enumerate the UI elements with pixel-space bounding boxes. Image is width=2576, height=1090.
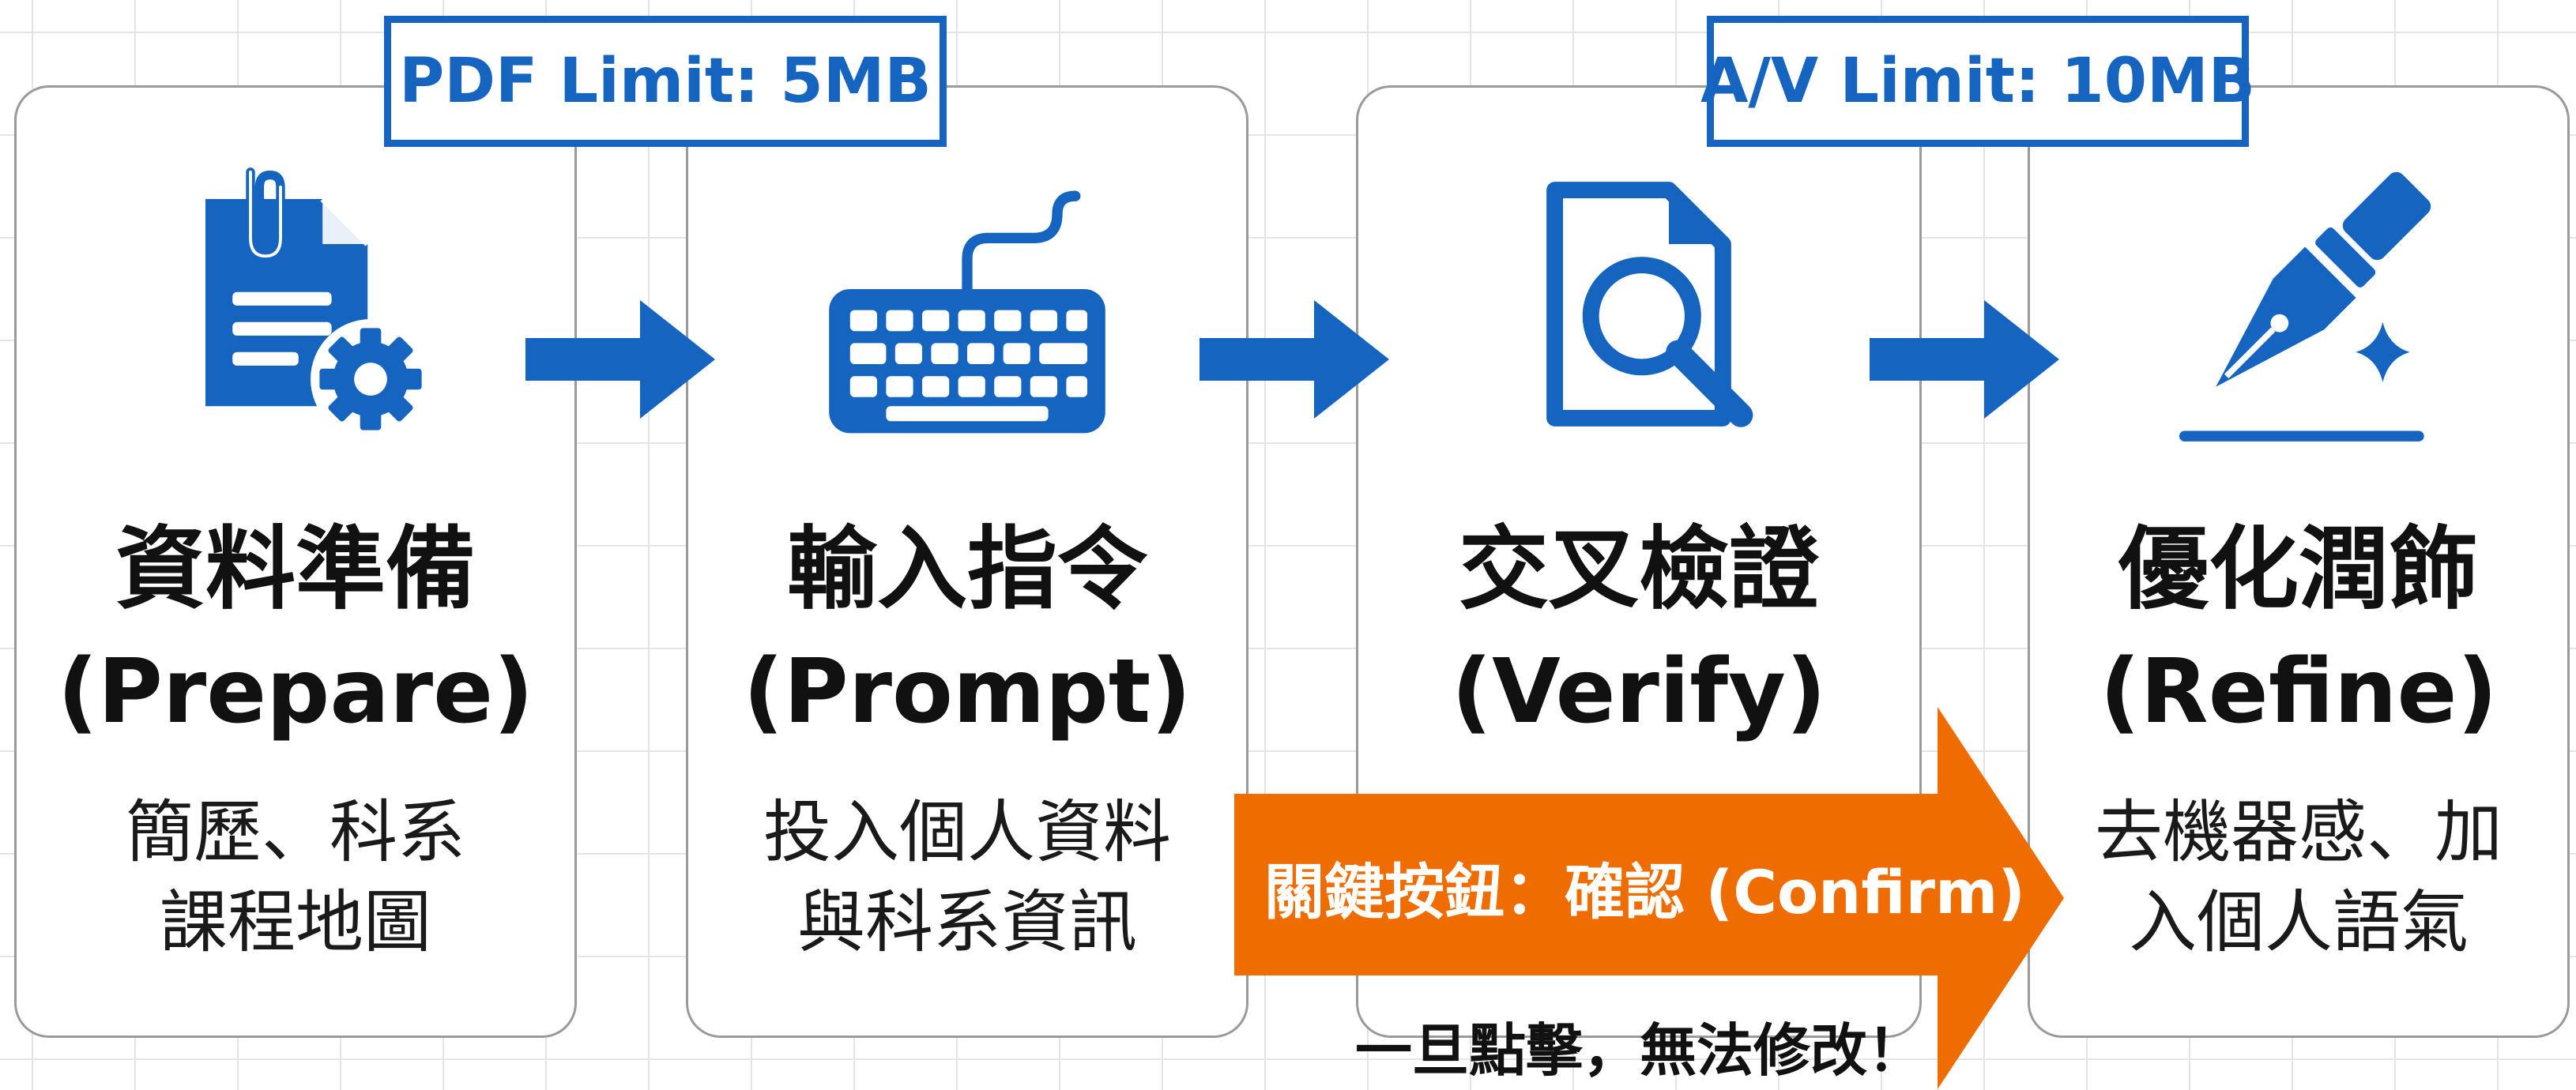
confirm-callout-arrow-icon <box>1234 707 2064 1089</box>
flow-arrow-right-icon <box>1870 300 2059 419</box>
document-magnifier-icon <box>1489 154 1789 454</box>
step-card-prepare: 資料準備 (Prepare) 簡歷、科系 課程地圖 <box>14 85 577 1038</box>
flow-arrow-right-icon <box>525 300 715 419</box>
keyboard-icon <box>817 154 1117 454</box>
step-card-refine: 優化潤飾 (Refine) 去機器感、加 入個人語氣 <box>2028 85 2570 1038</box>
confirm-key-button-label: 關鍵按鈕：確認 (Confirm) <box>1264 857 2026 927</box>
step-title-en: (Verify) <box>1451 641 1827 743</box>
av-limit-tag: A/V Limit: 10MB <box>1700 16 2255 147</box>
step-description-line-1: 去機器感、加 <box>2095 793 2503 872</box>
step-title-zh: 優化潤飾 <box>2118 517 2479 622</box>
step-title-en: (Prepare) <box>57 641 534 743</box>
step-description-line-2: 課程地圖 <box>160 883 431 962</box>
fountain-pen-icon <box>2149 154 2449 454</box>
step-description-line-1: 簡歷、科系 <box>126 793 465 872</box>
step-card-prompt: 輸入指令 (Prompt) 投入個人資料 與科系資訊 <box>686 85 1248 1038</box>
step-title-en: (Prompt) <box>743 641 1192 743</box>
step-description-line-1: 投入個人資料 <box>763 793 1171 872</box>
step-description-line-2: 入個人語氣 <box>2129 883 2469 962</box>
document-gear-icon <box>145 154 446 454</box>
pdf-limit-tag: PDF Limit: 5MB <box>384 16 947 147</box>
step-title-zh: 輸入指令 <box>786 517 1147 622</box>
step-title-zh: 資料準備 <box>115 517 476 622</box>
step-title-zh: 交叉檢證 <box>1458 517 1819 622</box>
irreversible-warning-text: 一旦點擊，無法修改！ <box>1354 1017 1924 1084</box>
flow-arrow-right-icon <box>1199 300 1389 419</box>
step-title-en: (Refine) <box>2100 641 2498 743</box>
step-description-line-2: 與科系資訊 <box>797 883 1137 962</box>
